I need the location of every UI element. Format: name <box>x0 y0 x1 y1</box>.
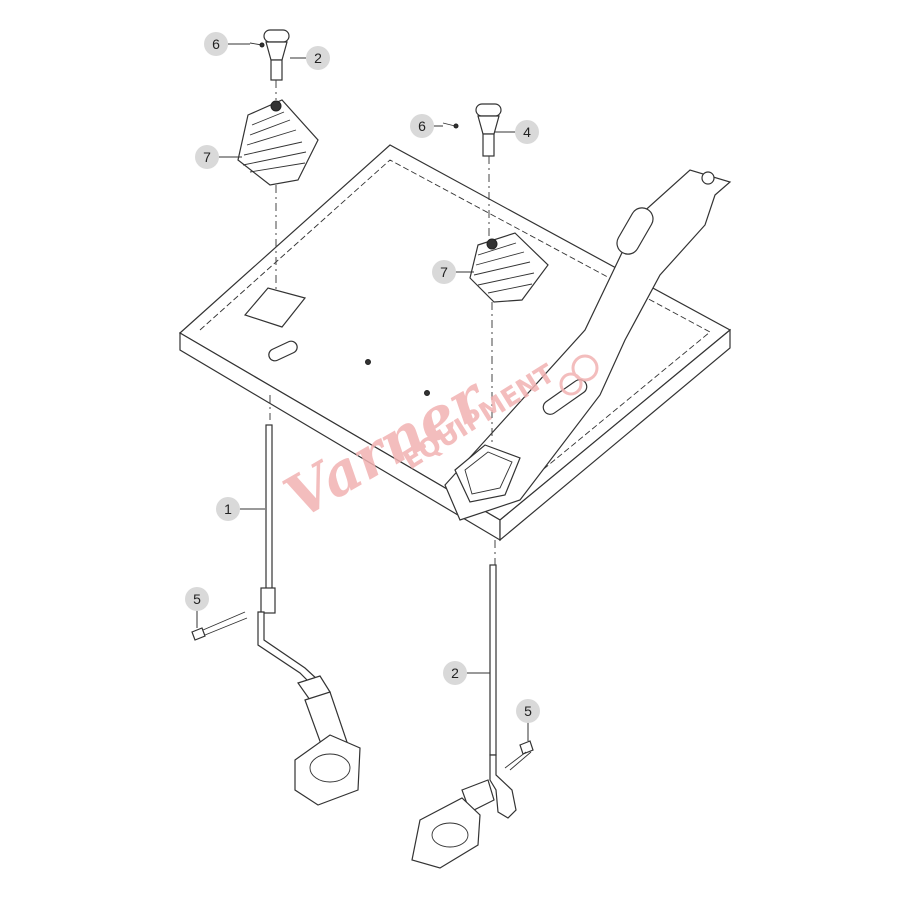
callout-label: 2 <box>314 50 322 66</box>
callout-label: 5 <box>524 703 532 719</box>
callout-5-right: 5 <box>516 699 540 723</box>
callout-2-lower: 2 <box>443 661 467 685</box>
callout-6-top: 6 <box>204 32 228 56</box>
callout-6-right: 6 <box>410 114 434 138</box>
left-boot <box>237 99 319 186</box>
bolt-right <box>504 740 534 771</box>
callout-label: 7 <box>440 264 448 280</box>
callout-label: 7 <box>203 149 211 165</box>
left-knob <box>263 29 290 81</box>
leader-lines <box>196 43 529 741</box>
left-lever-rod <box>257 424 361 806</box>
screw-top-left <box>249 42 265 48</box>
floor-plate <box>178 144 732 542</box>
callout-label: 5 <box>193 591 201 607</box>
right-boot <box>469 232 549 303</box>
callout-1: 1 <box>216 497 240 521</box>
callout-7-right: 7 <box>432 260 456 284</box>
center-lines <box>269 80 496 565</box>
callout-label: 6 <box>418 118 426 134</box>
callout-label: 6 <box>212 36 220 52</box>
bolt-left <box>191 611 248 641</box>
callout-label: 2 <box>451 665 459 681</box>
callout-label: 4 <box>523 124 531 140</box>
callout-label: 1 <box>224 501 232 517</box>
callout-5-left: 5 <box>185 587 209 611</box>
callout-7-left: 7 <box>195 145 219 169</box>
screw-top-right <box>442 122 459 129</box>
callout-2-top: 2 <box>306 46 330 70</box>
pedal-bracket <box>444 169 732 521</box>
right-knob <box>475 103 502 157</box>
callout-4: 4 <box>515 120 539 144</box>
right-lever-rod <box>411 564 517 869</box>
